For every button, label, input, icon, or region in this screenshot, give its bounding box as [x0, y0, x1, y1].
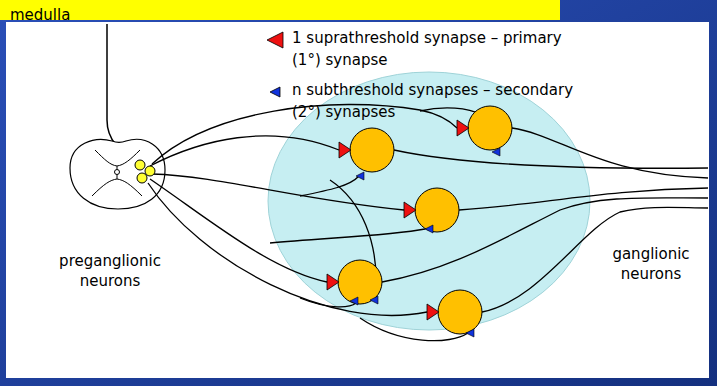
preganglionic-neuron	[135, 160, 155, 183]
title-bar	[0, 0, 560, 20]
neuron-group-label: preganglionic neurons	[50, 252, 170, 291]
slide-panel	[6, 22, 709, 378]
neuron-group-label: ganglionic neurons	[595, 245, 707, 284]
legend-entry: 1 suprathreshold synapse – primary (1°) …	[266, 28, 592, 72]
secondary-synapse	[350, 148, 500, 337]
spinal-cord-section	[70, 139, 165, 209]
ganglionic-neuron	[338, 106, 512, 334]
primary-synapse	[327, 120, 469, 320]
postganglionic-axons	[382, 128, 708, 312]
region-label: medulla	[10, 6, 100, 26]
legend-text: 1 suprathreshold synapse – primary (1°) …	[292, 28, 592, 72]
legend-entry: n subthreshold synapses – secondary (2°)…	[266, 80, 592, 124]
legend-text: n subthreshold synapses – secondary (2°)…	[292, 80, 592, 124]
preganglionic-axons	[148, 105, 500, 341]
secondary-synapse-symbol	[266, 83, 284, 101]
primary-synapse-symbol	[266, 31, 284, 49]
synapse-triangle	[267, 32, 283, 48]
synapse-triangle	[270, 87, 280, 97]
